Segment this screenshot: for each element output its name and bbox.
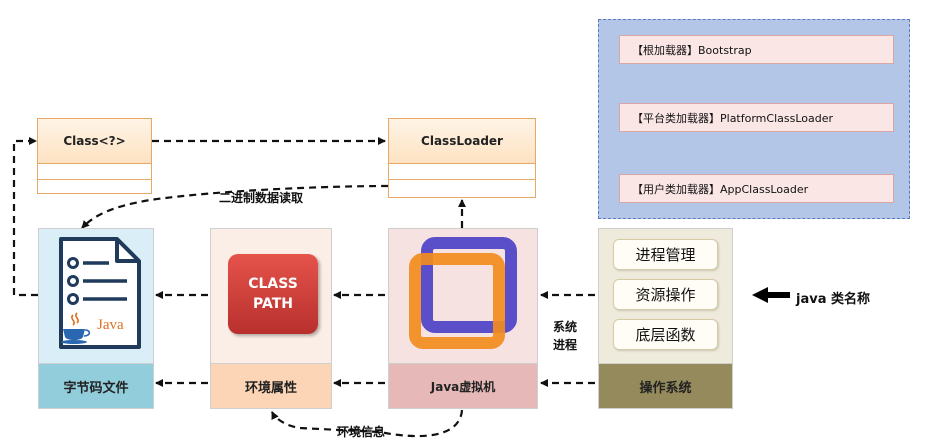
bytecode-label: 字节码文件 <box>38 363 154 409</box>
class-uml-row <box>38 164 151 180</box>
binary-read-curve <box>81 184 389 229</box>
jvm-panel: Java虚拟机 <box>388 228 538 409</box>
classloader-uml-row <box>389 164 535 180</box>
classloader-uml-row <box>389 180 535 195</box>
class-uml-title: Class<?> <box>38 119 151 164</box>
bootstrap-loader-box: 【根加载器】Bootstrap <box>619 35 894 64</box>
env-label: 环境属性 <box>210 363 332 409</box>
classpath-line2: PATH <box>253 296 293 312</box>
bytecode-to-class-loop <box>12 137 38 297</box>
os-item-lowlevel: 底层函数 <box>613 319 718 350</box>
os-item-resource: 资源操作 <box>613 279 718 310</box>
jvm-logo-icon <box>409 237 517 349</box>
system-process-label: 系统 进程 <box>553 318 577 354</box>
app-loader-box: 【用户类加载器】AppClassLoader <box>619 174 894 203</box>
classloader-uml-box: ClassLoader <box>388 118 536 198</box>
java-class-name-arrow <box>752 287 790 303</box>
env-panel: CLASS PATH 环境属性 <box>210 228 332 409</box>
classloader-uml-title: ClassLoader <box>389 119 535 164</box>
system-process-line1: 系统 <box>553 320 578 334</box>
class-uml-box: Class<?> <box>37 118 152 194</box>
env-info-label: 环境信息 <box>337 425 386 439</box>
env-info-curve <box>271 409 464 438</box>
java-file-icon <box>59 237 141 349</box>
os-panel: 进程管理 资源操作 底层函数 操作系统 <box>598 228 733 409</box>
classloader-hierarchy-panel: 【根加载器】Bootstrap 【平台类加载器】PlatformClassLoa… <box>598 19 910 219</box>
binary-read-label: 二进制数据读取 <box>219 191 304 205</box>
classpath-badge: CLASS PATH <box>228 254 318 334</box>
jvm-label: Java虚拟机 <box>388 363 538 409</box>
java-class-name-label: java 类名称 <box>796 292 871 307</box>
java-logo-text: Java <box>97 317 124 333</box>
classpath-line1: CLASS <box>248 276 298 292</box>
class-uml-row <box>38 180 151 195</box>
os-label: 操作系统 <box>598 363 733 409</box>
os-item-process: 进程管理 <box>613 239 718 270</box>
bytecode-panel: Java 字节码文件 <box>38 228 154 409</box>
system-process-line2: 进程 <box>553 338 578 352</box>
platform-loader-box: 【平台类加载器】PlatformClassLoader <box>619 103 894 132</box>
